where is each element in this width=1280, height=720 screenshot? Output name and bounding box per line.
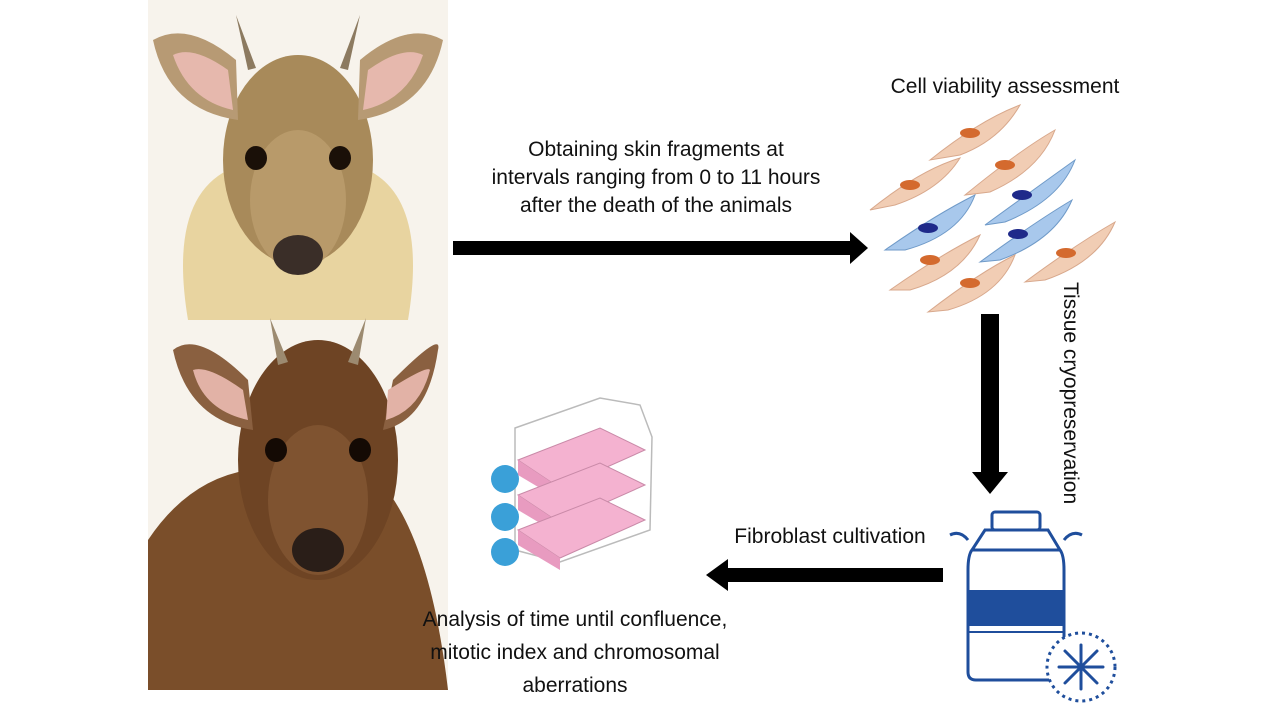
label-analysis: Analysis of time until confluence, mitot… — [395, 603, 755, 702]
arrow-to-cryopreservation — [972, 314, 1008, 494]
flask — [491, 497, 647, 570]
fibroblast-cell — [888, 233, 982, 291]
fibroblast-cell — [869, 157, 962, 211]
cell-cluster-icon — [869, 104, 1117, 313]
fibroblast-cell-stained — [883, 193, 976, 251]
arrow-to-cultivation — [706, 559, 943, 591]
culture-flasks-icon — [491, 397, 653, 570]
label-skin-fragments: Obtaining skin fragments at intervals ra… — [456, 136, 856, 220]
fibroblast-cell — [1023, 220, 1117, 283]
fibroblast-cell-stained — [978, 198, 1074, 263]
cryo-dewar-icon — [949, 510, 1117, 703]
arrow-to-viability — [453, 232, 868, 264]
label-line: after the death of the animals — [519, 194, 792, 217]
fibroblast-cell — [963, 128, 1056, 196]
label-line: intervals ranging from 0 to 11 hours — [491, 166, 821, 189]
snowflake-icon — [1045, 631, 1117, 703]
top-deer — [153, 15, 443, 320]
deer-illustration — [148, 0, 448, 690]
label-line: aberrations — [522, 674, 628, 697]
label-line: mitotic index and chromosomal — [430, 641, 720, 664]
label-line: Analysis of time until confluence, — [422, 608, 728, 631]
bottom-deer — [148, 318, 448, 690]
fibroblast-cell — [928, 104, 1022, 161]
label-line: Obtaining skin fragments at — [528, 138, 784, 161]
fibroblast-cell-stained — [984, 158, 1077, 226]
fibroblast-cell — [926, 254, 1016, 313]
label-cell-viability: Cell viability assessment — [890, 75, 1120, 98]
label-fibroblast-cultivation: Fibroblast cultivation — [734, 525, 926, 548]
label-tissue-cryopreservation: Tissue cryopreservation — [1059, 282, 1082, 505]
